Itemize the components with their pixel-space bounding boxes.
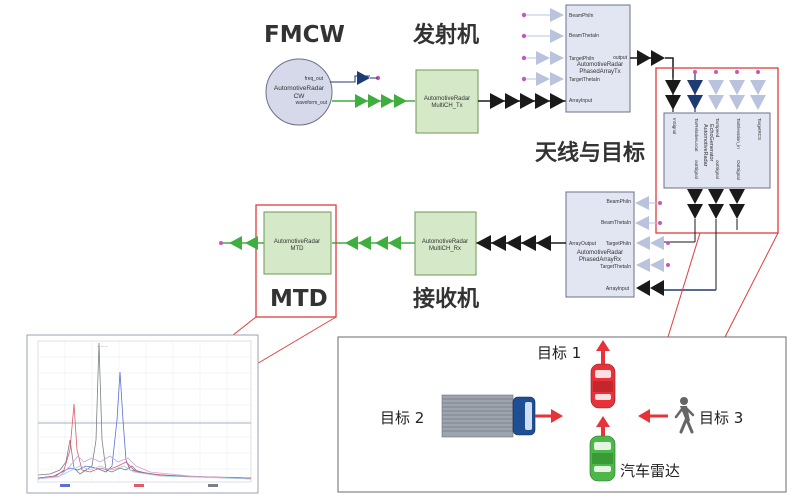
antenna-target-label: 天线与目标 [535,140,645,166]
target2-label: 目标 2 [380,409,424,427]
tx-label: 发射机 [412,22,479,48]
phased-rx-port-targettheta: TargetThetaIn [600,264,631,270]
target3-arrow [638,409,650,423]
mtd-block[interactable]: AutomotiveRadar MTD [263,211,332,275]
black-arrow-rx-5 [536,235,551,251]
black-arrow-tx-out-2 [651,50,665,66]
green-arrow-2 [368,94,381,108]
phased-tx-inputs [521,8,564,86]
radar-car [589,435,616,482]
echo-port-out1: outSignal [694,160,699,179]
echo-port-speed: TarSpeed [715,118,720,138]
phased-rx-line2: PhasedArrayRx [579,257,621,263]
black-arrow-rx-in-2 [650,280,664,296]
target1-car [590,363,616,409]
echo-port-input: InSignal [672,118,677,134]
phased-rx-port-arrayinput: ArrayInput [606,286,630,292]
cw-block-line1: AutomotiveRadar [274,85,325,92]
phased-tx-port-beamphi: BeamPhiIn [569,13,594,19]
rx-label: 接收机 [413,286,479,312]
phased-tx-port-arrayinput: ArrayInput [569,98,593,104]
mtd-line1: AutomotiveRadar [274,239,320,245]
black-arrow-rx-in-1 [636,280,650,296]
phased-tx-line1: AutomotiveRadar [577,62,623,68]
mtd-label: MTD [270,286,328,312]
target3-pedestrian [674,397,695,434]
green-arrow-mtd-out-2 [245,236,258,250]
green-arrow-1 [355,94,368,108]
green-arrow-rx-3 [375,236,388,250]
echo-port-out3: OutSignal [736,160,741,180]
multich-rx-line2: MultiCH_Rx [429,246,461,252]
radar-arrow [596,416,610,427]
green-arrow-rx-4 [388,236,401,250]
echo-output-arrows [659,189,745,291]
echo-port-rcs: TargetRCS [757,118,762,140]
echo-port-speed2: TarElevation_in [736,118,741,149]
echo-line1: AutomotiveRadar [702,124,708,167]
multich-tx-line1: AutomotiveRadar [424,96,470,102]
multich-tx-line2: MultiCH_Tx [431,103,462,109]
phased-tx-line2: PhasedArrayTx [579,69,620,75]
black-arrow-tx-3 [520,93,535,109]
phased-rx-port-beamphi: BeamPhiIn [607,199,632,205]
echo-line2: EchoGenerator [708,124,714,161]
cw-block[interactable]: AutomotiveRadar CW freq_out waveform_out [265,58,333,126]
black-arrow-tx-5 [550,93,565,109]
black-arrow-tx-1 [490,93,505,109]
target2-arrow [551,409,563,423]
phased-rx-port-beamtheta: BeamThetaIn [601,220,631,226]
fmcw-label: FMCW [264,22,345,48]
phased-tx-block[interactable]: BeamPhiIn BeamThetaIn TargetPhiIn Automo… [565,4,631,113]
svg-text:— — —: — — — [97,344,108,348]
phased-tx-port-targettheta: TargetThetaIn [569,77,600,83]
echo-input-arrows [665,70,766,112]
phased-rx-block[interactable]: BeamPhiIn BeamThetaIn ArrayOutput Target… [565,191,635,298]
radar-label: 汽车雷达 [620,462,680,480]
green-arrow-mtd-out-1 [229,236,242,250]
mtd-line2: MTD [291,246,305,252]
navy-arrow-freq [357,71,370,85]
green-arrow-4 [394,94,407,108]
phased-rx-port-arrayoutput: ArrayOutput [569,241,597,247]
green-arrow-rx-2 [358,236,371,250]
black-arrow-rx-4 [521,235,536,251]
scenario-panel [337,336,787,493]
mtd-highlight-frame [255,204,337,318]
black-arrow-rx-2 [491,235,506,251]
cw-block-line2: CW [294,93,306,100]
phased-rx-line1: AutomotiveRadar [577,250,623,256]
phased-tx-port-targetphi: TargetPhiIn [569,56,595,62]
echo-port-out2: outSignal [715,160,720,179]
cw-port-wave: waveform_out [296,100,328,106]
phased-tx-port-beamtheta: BeamThetaIn [569,33,599,39]
green-arrow-3 [381,94,394,108]
black-arrow-rx-3 [506,235,521,251]
target1-arrow [596,340,610,351]
multich-rx-block[interactable]: AutomotiveRadar MultiCH_Rx [414,211,477,276]
black-arrow-tx-out-1 [637,50,651,66]
target2-truck [441,394,536,438]
phased-rx-inputs [635,196,670,296]
spectrum-plot: — — — [26,334,259,494]
target3-label: 目标 3 [699,409,743,427]
echo-port-range: TarRelativeLocat [694,118,699,152]
black-arrow-tx-2 [505,93,520,109]
phased-rx-port-targetphi: TargetPhiIn [606,241,632,247]
target1-label: 目标 1 [537,344,581,362]
multich-tx-block[interactable]: AutomotiveRadar MultiCH_Tx [415,69,479,134]
cw-port-freq: freq_out [305,76,324,82]
black-arrow-rx-1 [476,235,491,251]
echo-block[interactable]: InSignal TarRelativeLocat AutomotiveRada… [663,112,771,189]
black-arrow-tx-4 [535,93,550,109]
antenna-highlight-frame [655,67,779,234]
phased-tx-port-output: output [613,55,628,61]
green-arrow-rx-1 [345,236,358,250]
multich-rx-line1: AutomotiveRadar [422,239,468,245]
